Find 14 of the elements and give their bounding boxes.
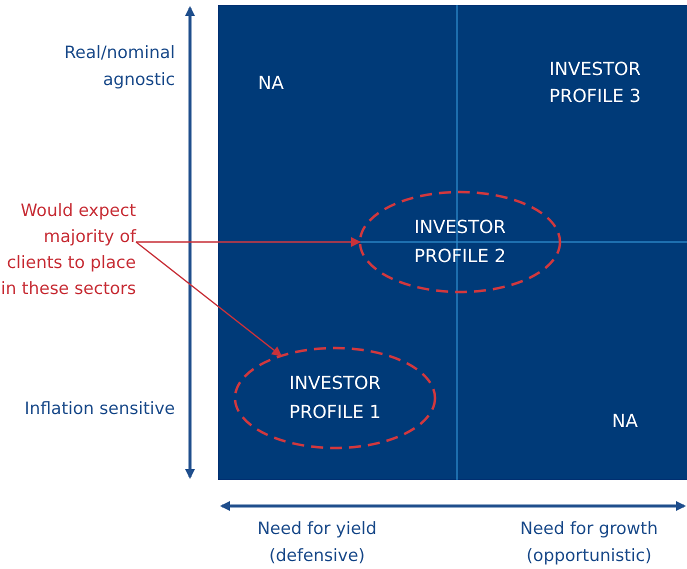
- arrow: [136, 237, 361, 247]
- arrow: [136, 241, 282, 356]
- profile-label: INVESTOR PROFILE 2: [413, 216, 507, 269]
- axis-label: Inflation sensitive: [24, 398, 175, 421]
- dashed-ellipse: [233, 346, 437, 450]
- axis-label: Need for growth (opportunistic): [519, 518, 659, 568]
- quadrant-label: INVESTOR PROFILE 3: [548, 58, 642, 109]
- profile-label: INVESTOR PROFILE 1: [288, 372, 382, 425]
- axis-label: Real/nominal agnostic: [63, 42, 175, 92]
- quadrant-label: NA: [612, 410, 639, 434]
- dashed-ellipse: [358, 190, 562, 294]
- axis-label: Need for yield (defensive): [256, 518, 378, 568]
- quadrant-label: NA: [258, 72, 285, 96]
- annotation-text: Would expect majority of clients to place in these sectors: [0, 198, 136, 328]
